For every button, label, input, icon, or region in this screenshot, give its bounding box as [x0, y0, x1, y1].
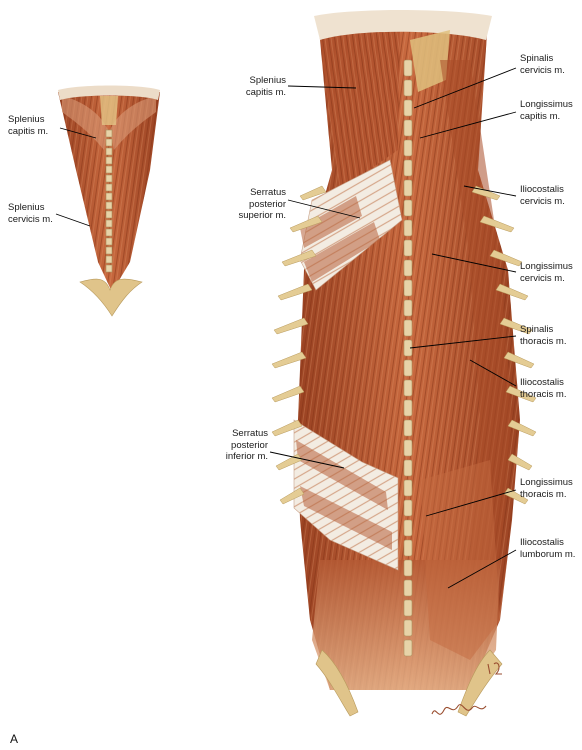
- label-serratus-posterior-superior: Serratus posterior superior m.: [238, 187, 286, 221]
- label-longissimus-capitis: Longissimus capitis m.: [520, 99, 573, 122]
- label-serratus-posterior-inferior: Serratus posterior inferior m.: [225, 428, 268, 462]
- label-splenius-capitis: Splenius capitis m.: [245, 75, 286, 98]
- leader-lines: [55, 67, 517, 589]
- ribs-left: [271, 185, 327, 505]
- panel-letter: A: [10, 732, 19, 746]
- ribs-right: [471, 185, 537, 505]
- label-longissimus-cervicis: Longissimus cervicis m.: [520, 261, 573, 284]
- label-spinalis-thoracis: Spinalis thoracis m.: [520, 324, 567, 347]
- label-small-splenius-capitis: Splenius capitis m.: [8, 114, 49, 137]
- small-spine: [105, 129, 113, 273]
- main-spine: [403, 59, 413, 657]
- label-longissimus-thoracis: Longissimus thoracis m.: [520, 477, 573, 500]
- label-small-splenius-cervicis: Splenius cervicis m.: [8, 202, 53, 225]
- small-back-figure: [58, 85, 160, 317]
- label-iliocostalis-lumborum: Iliocostalis lumborum m.: [520, 537, 576, 560]
- label-iliocostalis-thoracis: Iliocostalis thoracis m.: [520, 377, 567, 400]
- label-iliocostalis-cervicis: Iliocostalis cervicis m.: [520, 184, 565, 207]
- artist-signature: [431, 662, 502, 715]
- label-spinalis-cervicis: Spinalis cervicis m.: [520, 53, 565, 76]
- main-back-figure: [271, 10, 537, 717]
